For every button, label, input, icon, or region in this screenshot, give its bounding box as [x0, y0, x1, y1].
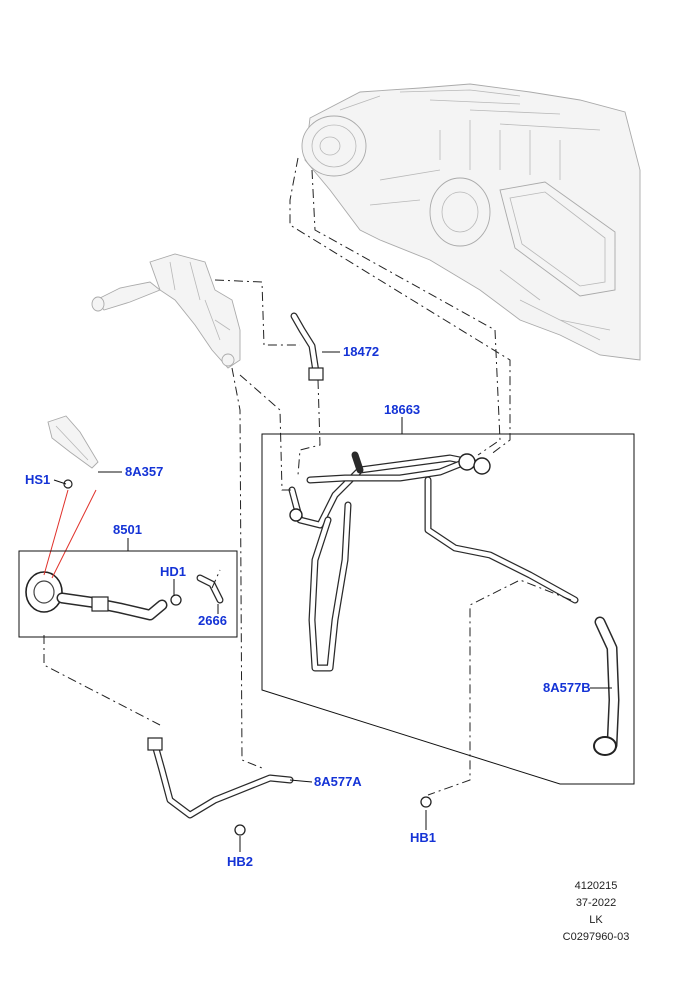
hose-illustration [147, 737, 294, 819]
hose-illustration [593, 616, 620, 756]
coolant-pump-illustration [25, 571, 224, 621]
reference-block: 4120215 37-2022 LK C0297960-03 [556, 878, 636, 946]
callout-8A577B[interactable]: 8A577B [543, 680, 591, 695]
callout-HB1[interactable]: HB1 [410, 830, 437, 845]
reference-line-3: LK [589, 914, 603, 926]
coolant-heater-illustration [91, 253, 241, 369]
callout-HD1[interactable]: HD1 [160, 564, 187, 579]
callout-8501[interactable]: 8501 [113, 522, 142, 537]
callout-18663[interactable]: 18663 [384, 402, 421, 417]
hose-illustration [290, 312, 324, 381]
callout-8A357[interactable]: 8A357 [125, 464, 164, 479]
callout-8A577A[interactable]: 8A577A [314, 774, 362, 789]
pipe-assembly-illustration [288, 451, 579, 672]
hvac-module-illustration [301, 83, 641, 361]
callout-HS1[interactable]: HS1 [25, 472, 51, 487]
reference-line-4: C0297960-03 [562, 931, 630, 943]
connection-lines [43, 157, 572, 796]
reference-line-2: 37-2022 [575, 897, 617, 909]
red-lines [43, 489, 97, 579]
reference-line-1: 4120215 [574, 880, 618, 892]
pipe-group-box [261, 433, 635, 785]
leader-lines [53, 351, 612, 852]
callout-HB2[interactable]: HB2 [227, 854, 254, 869]
bracket-illustration [47, 415, 99, 469]
callout-18472[interactable]: 18472 [343, 344, 380, 359]
bolt-icon [63, 479, 432, 836]
callout-2666[interactable]: 2666 [198, 613, 227, 628]
